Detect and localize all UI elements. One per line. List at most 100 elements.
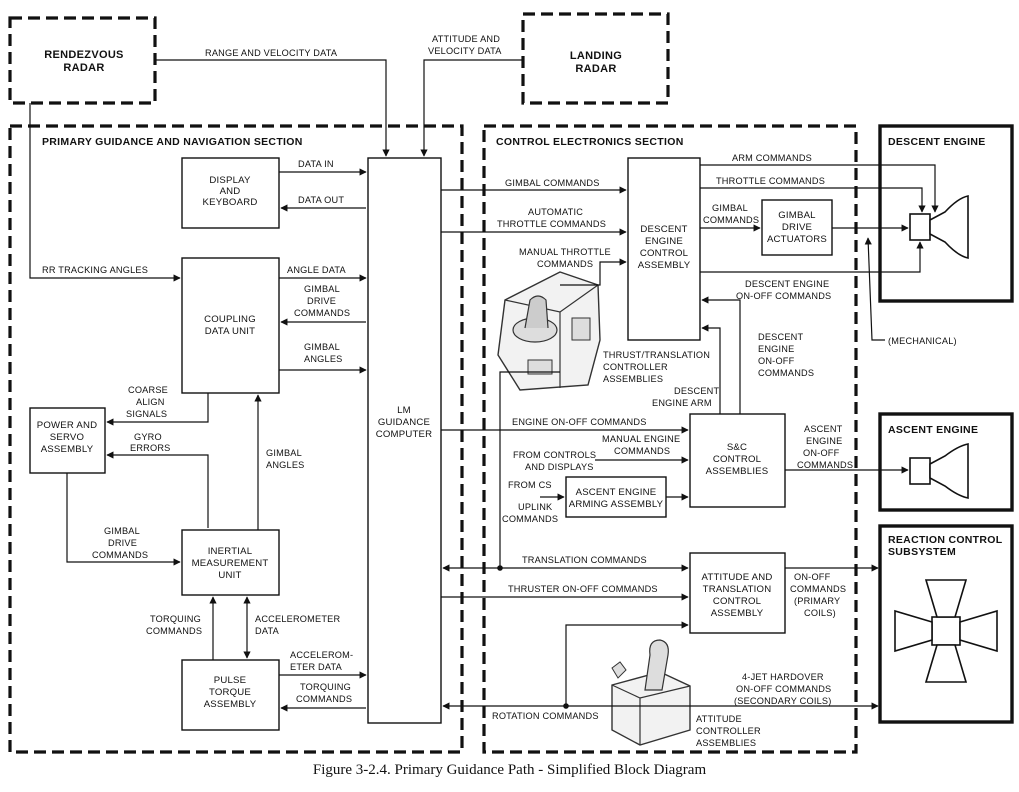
label-descent-arm-2: ENGINE ARM xyxy=(652,398,712,408)
pulse-torque-label-2: TORQUE xyxy=(209,687,251,698)
label-four-jet-1: 4-JET HARDOVER xyxy=(742,672,824,682)
atca-label-2: TRANSLATION xyxy=(703,584,772,595)
label-accelerometer-2: DATA xyxy=(255,626,280,636)
dec-label-3: CONTROL xyxy=(640,248,689,259)
label-descent-onoff-vert-2: ENGINE xyxy=(758,344,794,354)
display-keyboard-label-1: DISPLAY xyxy=(209,175,251,186)
power-servo-label-1: POWER AND xyxy=(37,420,97,431)
label-torquing-right-2: COMMANDS xyxy=(296,694,352,704)
line-gyro-errors xyxy=(106,451,209,528)
label-onoff-primary-2: COMMANDS xyxy=(790,584,846,594)
label-gimbal-angles-right-2: ANGLES xyxy=(304,354,342,364)
imu-block xyxy=(181,529,280,596)
label-manual-engine-2: COMMANDS xyxy=(614,446,670,456)
lgc-label-2: GUIDANCE xyxy=(378,417,430,428)
ces-title: CONTROL ELECTRONICS SECTION xyxy=(496,136,684,148)
landing-radar-label-2: RADAR xyxy=(575,63,616,75)
atca-label-4: ASSEMBLY xyxy=(711,608,764,619)
lgc-label-3: COMPUTER xyxy=(376,429,433,440)
sc-label-2: CONTROL xyxy=(713,454,762,465)
imu-label-3: UNIT xyxy=(218,570,241,581)
imu-label-1: INERTIAL xyxy=(208,546,253,557)
label-accel-right-1: ACCELEROM- xyxy=(290,650,353,660)
label-thrust-translation-1: THRUST/TRANSLATION xyxy=(603,350,710,360)
atca-label-1: ATTITUDE AND xyxy=(702,572,773,583)
label-onoff-primary-1: ON-OFF xyxy=(794,572,831,582)
label-manual-throttle-2: COMMANDS xyxy=(537,259,593,269)
line-descent-arm xyxy=(701,324,721,414)
label-gimbal-drive-left-3: COMMANDS xyxy=(92,550,148,560)
power-servo-label-3: ASSEMBLY xyxy=(41,444,94,455)
line-arm-commands xyxy=(700,164,939,213)
line-descent-onoff-right xyxy=(700,241,924,273)
rcs-thruster-quad-icon xyxy=(894,579,998,683)
label-attitude-controller-2: CONTROLLER xyxy=(696,726,761,736)
coupling-data-unit-block xyxy=(181,257,280,394)
label-attitude-velocity-1: ATTITUDE AND xyxy=(432,34,500,44)
arming-label-1: ASCENT ENGINE xyxy=(576,487,657,498)
label-gimbal-cmds-2-2: COMMANDS xyxy=(703,215,759,225)
label-descent-onoff-right-1: DESCENT ENGINE xyxy=(745,279,829,289)
label-attitude-controller-1: ATTITUDE xyxy=(696,714,742,724)
label-auto-throttle-1: AUTOMATIC xyxy=(528,207,583,217)
cdu-label-1: COUPLING xyxy=(204,314,256,325)
descent-engine-nozzle-icon xyxy=(909,195,969,259)
dec-label-2: ENGINE xyxy=(645,236,683,247)
label-coarse-align-3: SIGNALS xyxy=(126,409,167,419)
power-servo-label-2: SERVO xyxy=(50,432,84,443)
label-rr-tracking: RR TRACKING ANGLES xyxy=(42,265,148,275)
dec-label-1: DESCENT xyxy=(640,224,687,235)
line-rr-tracking xyxy=(29,103,181,282)
label-from-controls-1: FROM CONTROLS xyxy=(513,450,596,460)
label-four-jet-3: (SECONDARY COILS) xyxy=(734,696,832,706)
cdu-label-2: DATA UNIT xyxy=(205,326,255,337)
sc-control-block xyxy=(689,413,786,508)
line-descent-onoff-vert xyxy=(701,296,741,414)
line-rotation-to-atca xyxy=(565,621,689,706)
rcs-title-2: SUBSYSTEM xyxy=(888,546,956,558)
label-coarse-align-2: ALIGN xyxy=(136,397,165,407)
label-torquing-left-1: TORQUING xyxy=(150,614,201,624)
ascent-engine-section xyxy=(878,412,1014,512)
label-ascent-onoff-2: ENGINE xyxy=(806,436,842,446)
label-gimbal-drive-cmds-3: COMMANDS xyxy=(294,308,350,318)
imu-label-2: MEASUREMENT xyxy=(192,558,269,569)
junction-dot-2 xyxy=(563,703,569,709)
pulse-torque-label-1: PULSE xyxy=(214,675,246,686)
label-torquing-left-2: COMMANDS xyxy=(146,626,202,636)
sc-label-1: S&C xyxy=(727,442,747,453)
attitude-controller-icon xyxy=(611,639,691,746)
label-thrust-translation-3: ASSEMBLIES xyxy=(603,374,663,384)
label-descent-arm-1: DESCENT xyxy=(674,386,719,396)
label-ascent-onoff-1: ASCENT xyxy=(804,424,843,434)
junction-dot-1 xyxy=(497,565,503,571)
label-translation-cmds: TRANSLATION COMMANDS xyxy=(522,555,647,565)
label-engine-onoff: ENGINE ON-OFF COMMANDS xyxy=(512,417,647,427)
label-gimbal-angles-right-1: GIMBAL xyxy=(304,342,340,352)
line-gimbal-drive-left xyxy=(66,473,181,566)
label-gimbal-angles-left-2: ANGLES xyxy=(266,460,304,470)
gda-label-1: GIMBAL xyxy=(778,210,816,221)
ascent-arming-block xyxy=(565,476,667,518)
label-thruster-onoff: THRUSTER ON-OFF COMMANDS xyxy=(508,584,658,594)
landing-radar-outline xyxy=(521,12,670,105)
display-keyboard-label-2: AND xyxy=(220,186,241,197)
ascent-engine-title: ASCENT ENGINE xyxy=(888,424,978,436)
line-bus-vertical xyxy=(499,371,560,568)
lm-guidance-computer-block xyxy=(367,157,442,724)
label-data-in: DATA IN xyxy=(298,159,334,169)
descent-engine-control-block xyxy=(627,157,701,341)
label-range-velocity: RANGE AND VELOCITY DATA xyxy=(205,48,338,58)
label-accel-right-2: ETER DATA xyxy=(290,662,343,672)
line-throttle-commands xyxy=(700,187,926,213)
label-descent-onoff-right-2: ON-OFF COMMANDS xyxy=(736,291,831,301)
line-landing-radar xyxy=(420,59,523,157)
display-keyboard-label-3: KEYBOARD xyxy=(203,197,258,208)
line-coarse-align xyxy=(106,393,209,426)
rcs-title-1: REACTION CONTROL xyxy=(888,534,1003,546)
label-throttle-commands: THROTTLE COMMANDS xyxy=(716,176,825,186)
label-gimbal-drive-left-2: DRIVE xyxy=(108,538,137,548)
label-four-jet-2: ON-OFF COMMANDS xyxy=(736,684,831,694)
lgc-label-1: LM xyxy=(397,405,411,416)
